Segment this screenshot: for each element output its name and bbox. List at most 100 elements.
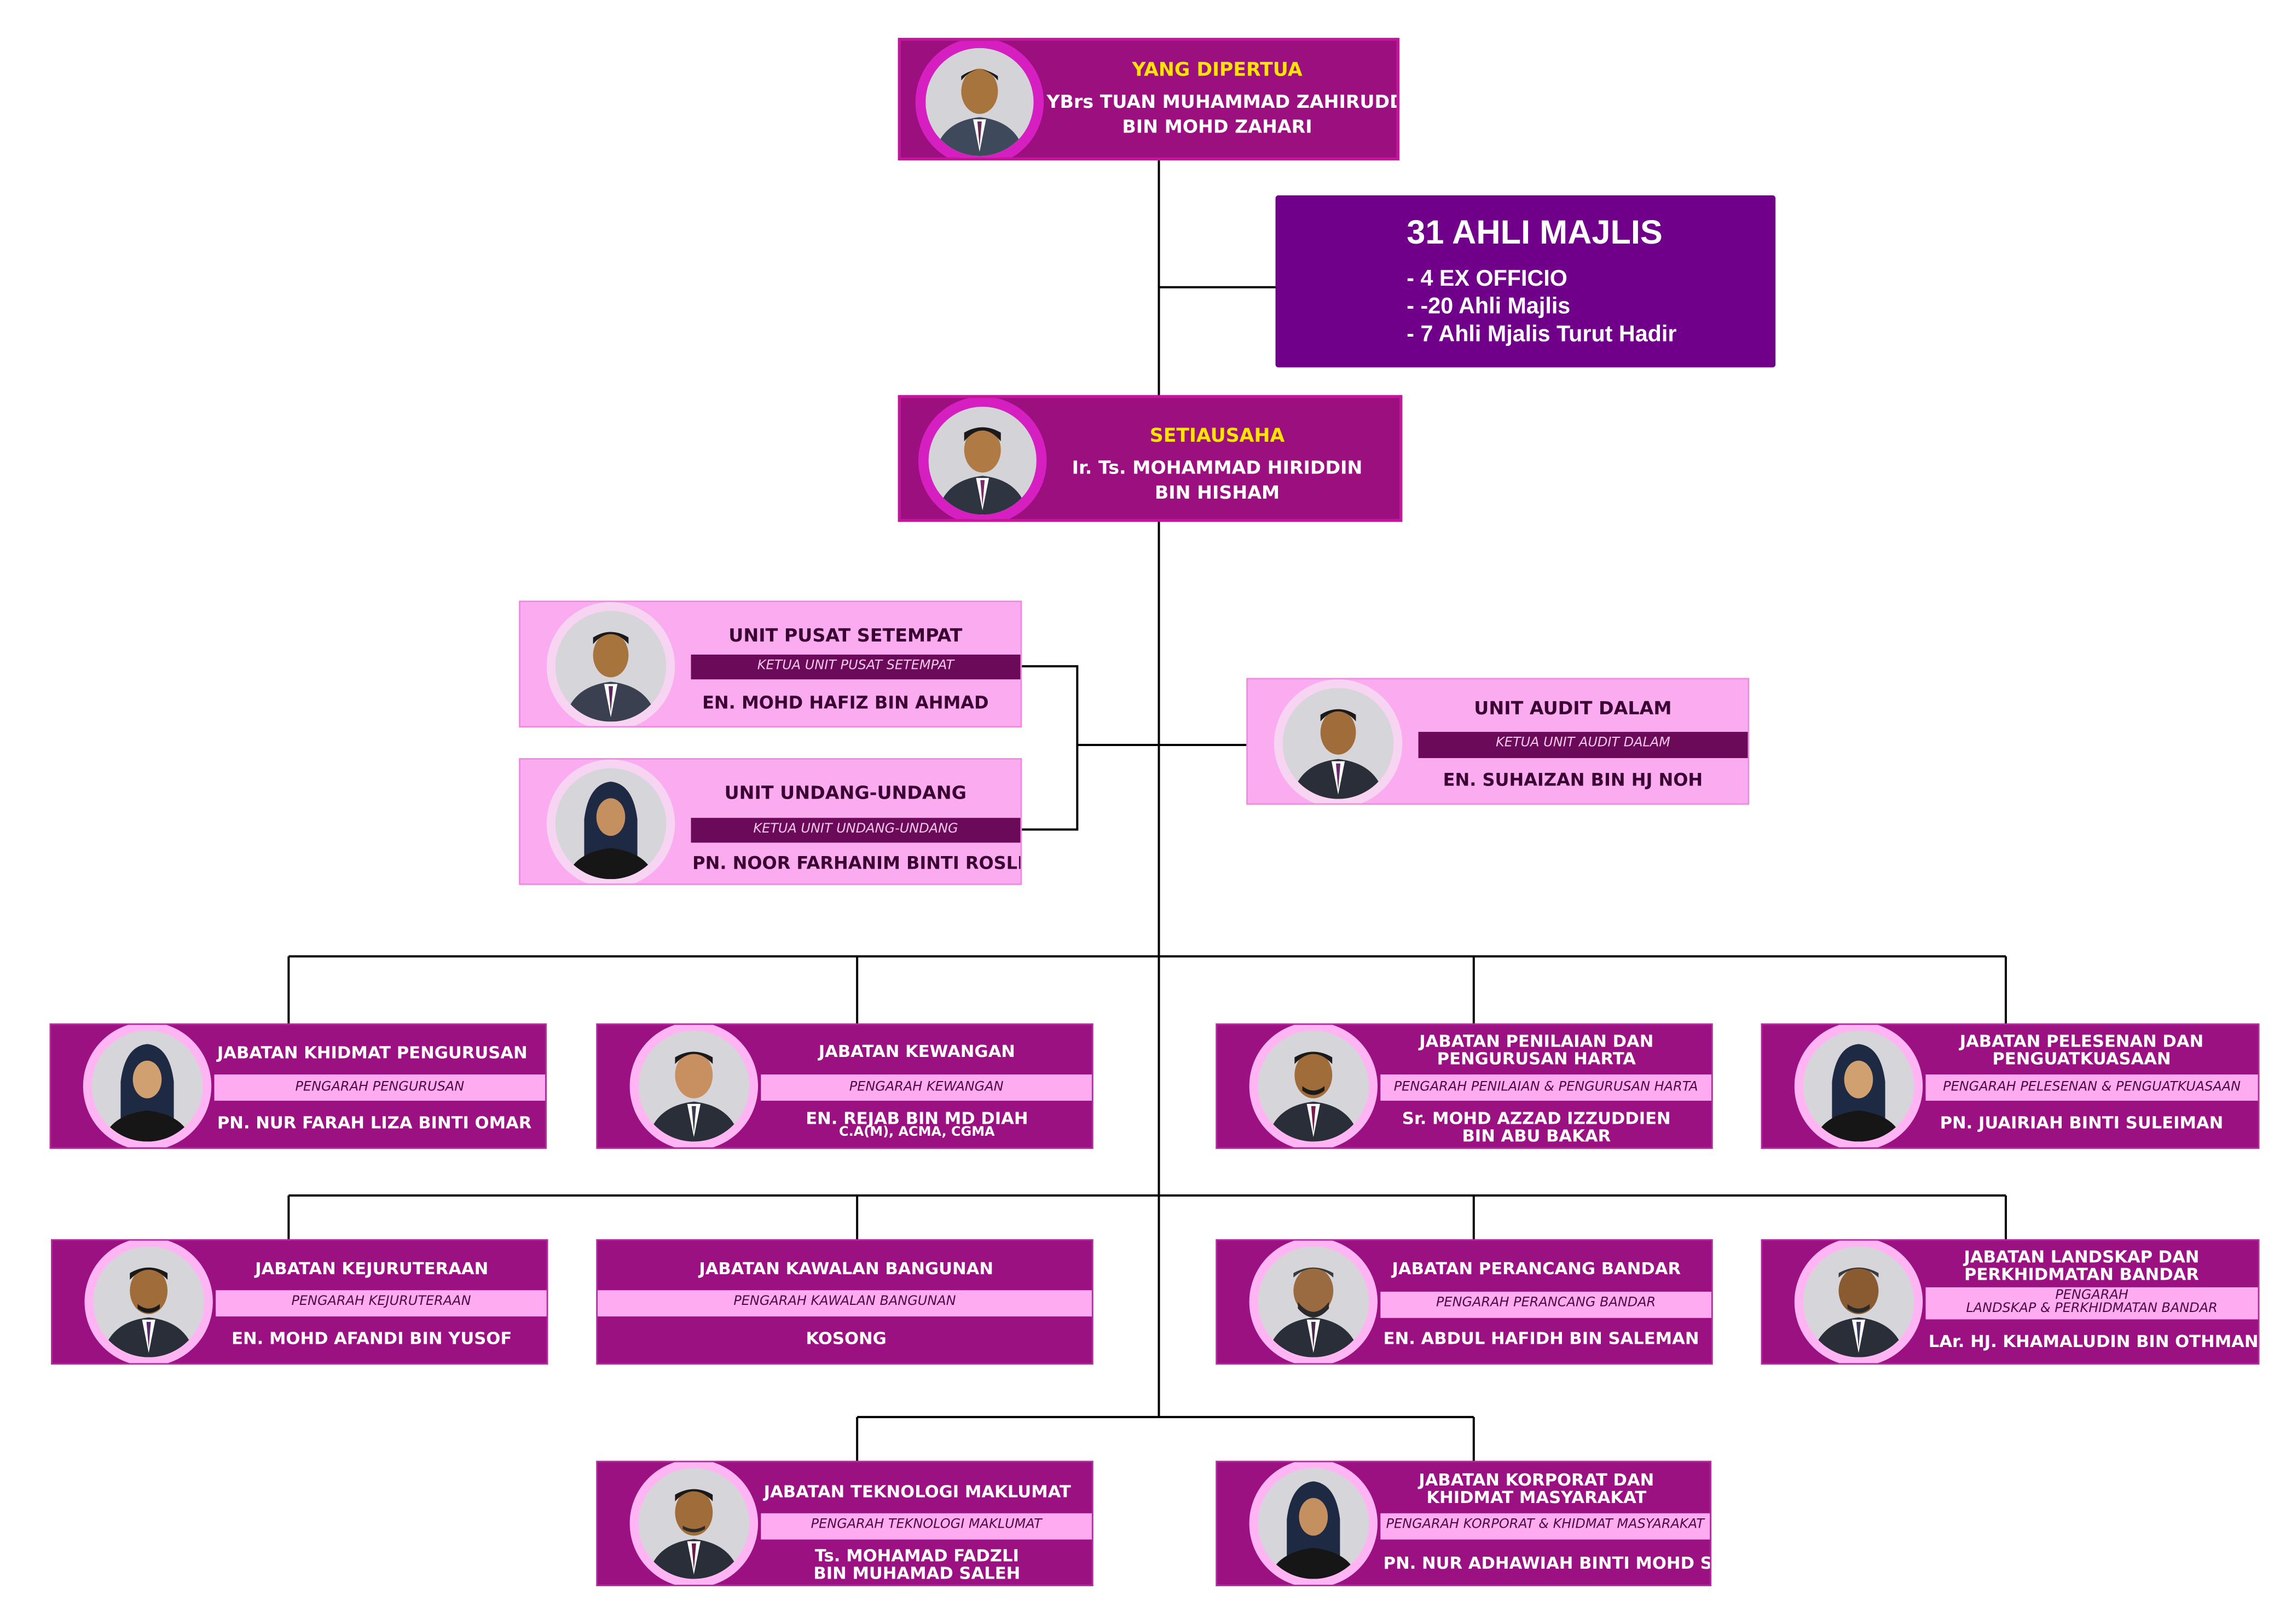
person-photo-icon	[1249, 1462, 1378, 1585]
dept-title: JABATAN KORPORAT DAN	[1419, 1469, 1654, 1490]
role-band	[1925, 1074, 2258, 1101]
dept-head-name: Ts. MOHAMAD FADZLI	[814, 1545, 1019, 1566]
dept-title: JABATAN PENILAIAN DAN	[1419, 1031, 1654, 1051]
council-item: - 4 EX OFFICIO	[1407, 267, 1567, 292]
person-photo-icon	[1794, 1240, 1923, 1363]
dept-box: JABATAN PERANCANG BANDAR PENGARAH PERANC…	[1216, 1239, 1713, 1365]
role-band	[214, 1074, 546, 1101]
role-band	[1380, 1291, 1711, 1318]
dept-head-name: PN. NUR ADHAWIAH BINTI MOHD SAID	[1383, 1552, 1711, 1573]
dept-head-name: EN. REJAB BIN MD DIAH	[806, 1108, 1028, 1129]
person-photo-icon	[1794, 1025, 1923, 1148]
council-item: - 7 Ahli Mjalis Turut Hadir	[1407, 322, 1677, 347]
dept-title-line2: KHIDMAT MASYARAKAT	[1426, 1487, 1647, 1508]
dept-box: JABATAN PELESENAN DAN PENGUATKUASAAN PEN…	[1761, 1023, 2260, 1149]
president-name-line2: BIN MOHD ZAHARI	[1122, 115, 1312, 137]
role-band	[1925, 1287, 2258, 1320]
council-list: - 4 EX OFFICIO - -20 Ahli Majlis - 7 Ahl…	[1407, 265, 1676, 349]
unit-title: UNIT AUDIT DALAM	[1474, 697, 1672, 719]
dept-title: JABATAN PELESENAN DAN	[1959, 1031, 2204, 1051]
role-band	[761, 1513, 1092, 1540]
council-heading: 31 AHLI MAJLIS	[1407, 212, 1663, 251]
person-photo-icon	[83, 1025, 212, 1148]
secretary-box: SETIAUSAHA Ir. Ts. MOHAMMAD HIRIDDIN BIN…	[898, 395, 1403, 522]
dept-title: JABATAN TEKNOLOGI MAKLUMAT	[763, 1481, 1071, 1502]
role-band	[1418, 732, 1748, 759]
dept-head-name: PN. NUR FARAH LIZA BINTI OMAR	[217, 1112, 532, 1133]
dept-role: PENGARAH	[2055, 1288, 2128, 1304]
dept-role: PENGARAH PENILAIAN & PENGURUSAN HARTA	[1393, 1080, 1698, 1095]
dept-head-name-line2: BIN ABU BAKAR	[1462, 1125, 1611, 1146]
person-photo-icon	[84, 1240, 213, 1363]
dept-title: JABATAN KEJURUTERAAN	[255, 1258, 489, 1279]
dept-title: JABATAN KAWALAN BANGUNAN	[699, 1258, 994, 1279]
unit-role: KETUA UNIT AUDIT DALAM	[1496, 736, 1670, 751]
unit-head-name: EN. MOHD HAFIZ BIN AHMAD	[702, 692, 989, 713]
dept-role: PENGARAH KORPORAT & KHIDMAT MASYARAKAT	[1386, 1517, 1705, 1533]
dept-box: JABATAN KEWANGAN PENGARAH KEWANGAN EN. R…	[596, 1023, 1093, 1149]
president-title: YANG DIPERTUA	[1132, 60, 1303, 82]
dept-box: JABATAN KAWALAN BANGUNAN PENGARAH KAWALA…	[596, 1239, 1093, 1365]
council-item: - -20 Ahli Majlis	[1407, 294, 1571, 320]
role-band	[1380, 1513, 1710, 1540]
dept-head-name: EN. MOHD AFANDI BIN YUSOF	[232, 1328, 512, 1349]
dept-title-line2: PERKHIDMATAN BANDAR	[1964, 1264, 2199, 1285]
person-photo-icon	[546, 759, 675, 884]
person-photo-icon	[1274, 679, 1403, 804]
unit-role: KETUA UNIT PUSAT SETEMPAT	[757, 658, 954, 674]
council-box: 31 AHLI MAJLIS - 4 EX OFFICIO - -20 Ahli…	[1275, 195, 1776, 368]
dept-title: JABATAN KEWANGAN	[818, 1041, 1015, 1062]
secretary-name-line1: Ir. Ts. MOHAMMAD HIRIDDIN	[1072, 456, 1363, 478]
dept-role: PENGARAH PELESENAN & PENGUATKUASAAN	[1943, 1080, 2241, 1095]
dept-title: JABATAN KHIDMAT PENGURUSAN	[217, 1042, 528, 1063]
dept-head-credentials: C.A(M), ACMA, CGMA	[839, 1125, 995, 1140]
dept-head-name: EN. ABDUL HAFIDH BIN SALEMAN	[1383, 1328, 1699, 1349]
president-box: YANG DIPERTUA YBrs TUAN MUHAMMAD ZAHIRUD…	[898, 38, 1399, 160]
dept-role-line2: LANDSKAP & PERKHIDMATAN BANDAR	[1966, 1302, 2218, 1317]
unit-box: UNIT AUDIT DALAM KETUA UNIT AUDIT DALAM …	[1246, 678, 1750, 805]
role-band	[598, 1290, 1092, 1317]
role-band	[1380, 1074, 1711, 1101]
dept-title: JABATAN LANDSKAP DAN	[1964, 1246, 2200, 1267]
dept-title: JABATAN PERANCANG BANDAR	[1392, 1258, 1681, 1279]
person-photo-icon	[629, 1462, 759, 1585]
role-band	[691, 654, 1021, 680]
role-band	[216, 1290, 547, 1317]
secretary-title: SETIAUSAHA	[1149, 425, 1285, 448]
dept-role: PENGARAH PERANCANG BANDAR	[1436, 1296, 1656, 1311]
person-photo-icon	[915, 41, 1044, 158]
dept-box: JABATAN TEKNOLOGI MAKLUMAT PENGARAH TEKN…	[596, 1460, 1093, 1586]
unit-box: UNIT PUSAT SETEMPAT KETUA UNIT PUSAT SET…	[519, 600, 1022, 728]
dept-box: JABATAN PENILAIAN DAN PENGURUSAN HARTA P…	[1216, 1023, 1713, 1149]
unit-head-name: PN. NOOR FARHANIM BINTI ROSLI	[692, 853, 1022, 874]
person-photo-icon	[546, 602, 675, 726]
dept-box: JABATAN KORPORAT DAN KHIDMAT MASYARAKAT …	[1216, 1460, 1711, 1586]
dept-role: PENGARAH KEJURUTERAAN	[291, 1294, 471, 1309]
unit-head-name: EN. SUHAIZAN BIN HJ NOH	[1443, 770, 1703, 790]
role-band	[761, 1074, 1092, 1101]
dept-title-line2: PENGUATKUASAAN	[1992, 1048, 2171, 1069]
dept-head-name: PN. JUAIRIAH BINTI SULEIMAN	[1940, 1112, 2224, 1133]
secretary-name-line2: BIN HISHAM	[1154, 481, 1280, 503]
dept-head-name: KOSONG	[806, 1328, 887, 1349]
dept-role: PENGARAH KAWALAN BANGUNAN	[733, 1294, 956, 1309]
dept-title-line2: PENGURUSAN HARTA	[1437, 1048, 1636, 1069]
dept-role: PENGARAH KEWANGAN	[849, 1080, 1004, 1095]
person-photo-icon	[918, 398, 1047, 519]
dept-head-name: LAr. HJ. KHAMALUDIN BIN OTHMAN	[1928, 1331, 2259, 1352]
dept-box: JABATAN KHIDMAT PENGURUSAN PENGARAH PENG…	[49, 1023, 547, 1149]
dept-box: JABATAN KEJURUTERAAN PENGARAH KEJURUTERA…	[51, 1239, 548, 1365]
dept-role: PENGARAH TEKNOLOGI MAKLUMAT	[811, 1517, 1042, 1533]
dept-role: PENGARAH PENGURUSAN	[295, 1080, 465, 1095]
unit-title: UNIT UNDANG-UNDANG	[724, 781, 967, 804]
role-band	[691, 818, 1021, 843]
dept-box: JABATAN LANDSKAP DAN PERKHIDMATAN BANDAR…	[1761, 1239, 2260, 1365]
unit-role: KETUA UNIT UNDANG-UNDANG	[753, 822, 958, 837]
dept-head-name: Sr. MOHD AZZAD IZZUDDIEN	[1402, 1108, 1671, 1129]
president-name-line1: YBrs TUAN MUHAMMAD ZAHIRUDDIN	[1046, 90, 1399, 113]
unit-box: UNIT UNDANG-UNDANG KETUA UNIT UNDANG-UND…	[519, 758, 1022, 885]
person-photo-icon	[629, 1025, 759, 1148]
dept-head-name-line2: BIN MUHAMAD SALEH	[813, 1563, 1021, 1583]
